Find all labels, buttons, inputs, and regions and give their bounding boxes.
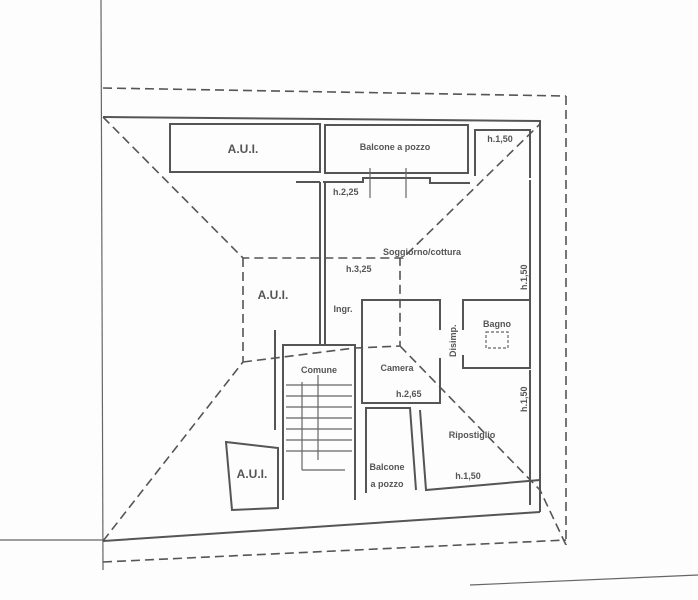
roof-projection <box>102 116 567 546</box>
room-label-disimpegno: Disimp. <box>448 324 458 357</box>
room-label-aui-middle: A.U.I. <box>258 288 289 302</box>
room-label-soggiorno: Soggiorno/cottura <box>383 247 462 257</box>
room-label-aui-top: A.U.I. <box>228 142 259 156</box>
room-label-bagno: Bagno <box>483 319 512 329</box>
height-label-soggiorno-upper: h.2,25 <box>333 187 359 197</box>
room-label-balcone-bottom-1: Balcone <box>369 462 404 472</box>
room-label-ripostiglio: Ripostiglio <box>449 430 496 440</box>
height-label-right-upper: h.1,50 <box>519 264 529 290</box>
staircase <box>286 375 352 471</box>
height-label-top-right: h.1,50 <box>487 134 513 144</box>
height-label-camera: h.2,65 <box>396 389 422 399</box>
room-label-balcone-top: Balcone a pozzo <box>360 142 431 152</box>
room-label-camera: Camera <box>380 363 414 373</box>
outer-boundary <box>0 0 698 586</box>
room-label-comune: Comune <box>301 365 337 375</box>
room-label-balcone-bottom-2: a pozzo <box>371 479 405 489</box>
room-label-ingresso: Ingr. <box>333 304 352 314</box>
room-walls <box>169 123 541 512</box>
perimeter-walls <box>102 116 541 542</box>
height-label-soggiorno-lower: h.3,25 <box>346 264 372 274</box>
room-label-aui-bottom: A.U.I. <box>237 467 268 481</box>
height-label-ripostiglio: h.1,50 <box>455 471 481 481</box>
height-label-right-lower: h.1,50 <box>519 386 529 412</box>
